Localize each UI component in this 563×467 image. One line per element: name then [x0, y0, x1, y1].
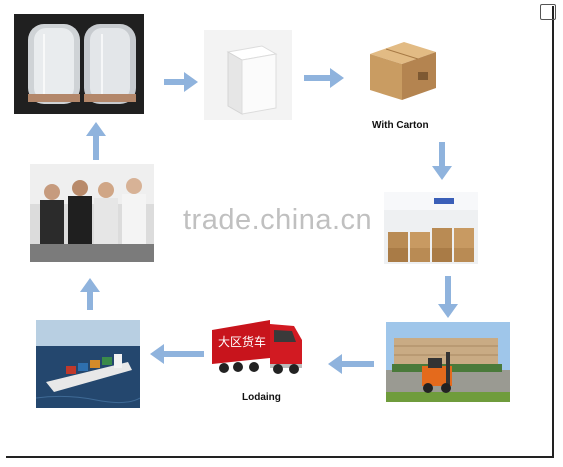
step-rolls-photo [14, 14, 144, 114]
arrow-right-icon [164, 72, 198, 92]
step-forklift-photo [386, 322, 510, 402]
truck-lettering: 大区货车 [218, 334, 266, 349]
forklift-icon [386, 322, 510, 402]
arrow-right-icon [304, 68, 344, 88]
step-warehouse-photo [384, 192, 478, 264]
diagram-frame [6, 6, 554, 458]
step-team-photo [30, 164, 154, 262]
white-box-icon [204, 30, 292, 120]
arrow-down-icon [432, 142, 452, 180]
corner-box-icon [540, 4, 556, 20]
step-carton-label: With Carton [372, 120, 429, 131]
container-ship-icon [36, 320, 140, 408]
truck-icon: 大区货车 [212, 320, 302, 374]
step-truck-photo: 大区货车 [208, 316, 308, 378]
step-white-box-photo [204, 30, 292, 120]
rolls-icon [14, 14, 144, 114]
warehouse-stack-icon [384, 192, 478, 264]
carton-box-icon [370, 42, 436, 100]
step-ship-photo [36, 320, 140, 408]
arrow-up-icon [86, 122, 106, 160]
team-people-icon [30, 164, 154, 262]
arrow-left-icon [328, 354, 374, 374]
watermark-text: trade.china.cn [183, 204, 373, 236]
arrow-left-icon [150, 344, 204, 364]
step-carton-photo [360, 28, 442, 106]
arrow-up-icon [80, 278, 100, 310]
arrow-down-icon [438, 276, 458, 318]
step-truck-label: Lodaing [242, 392, 281, 403]
